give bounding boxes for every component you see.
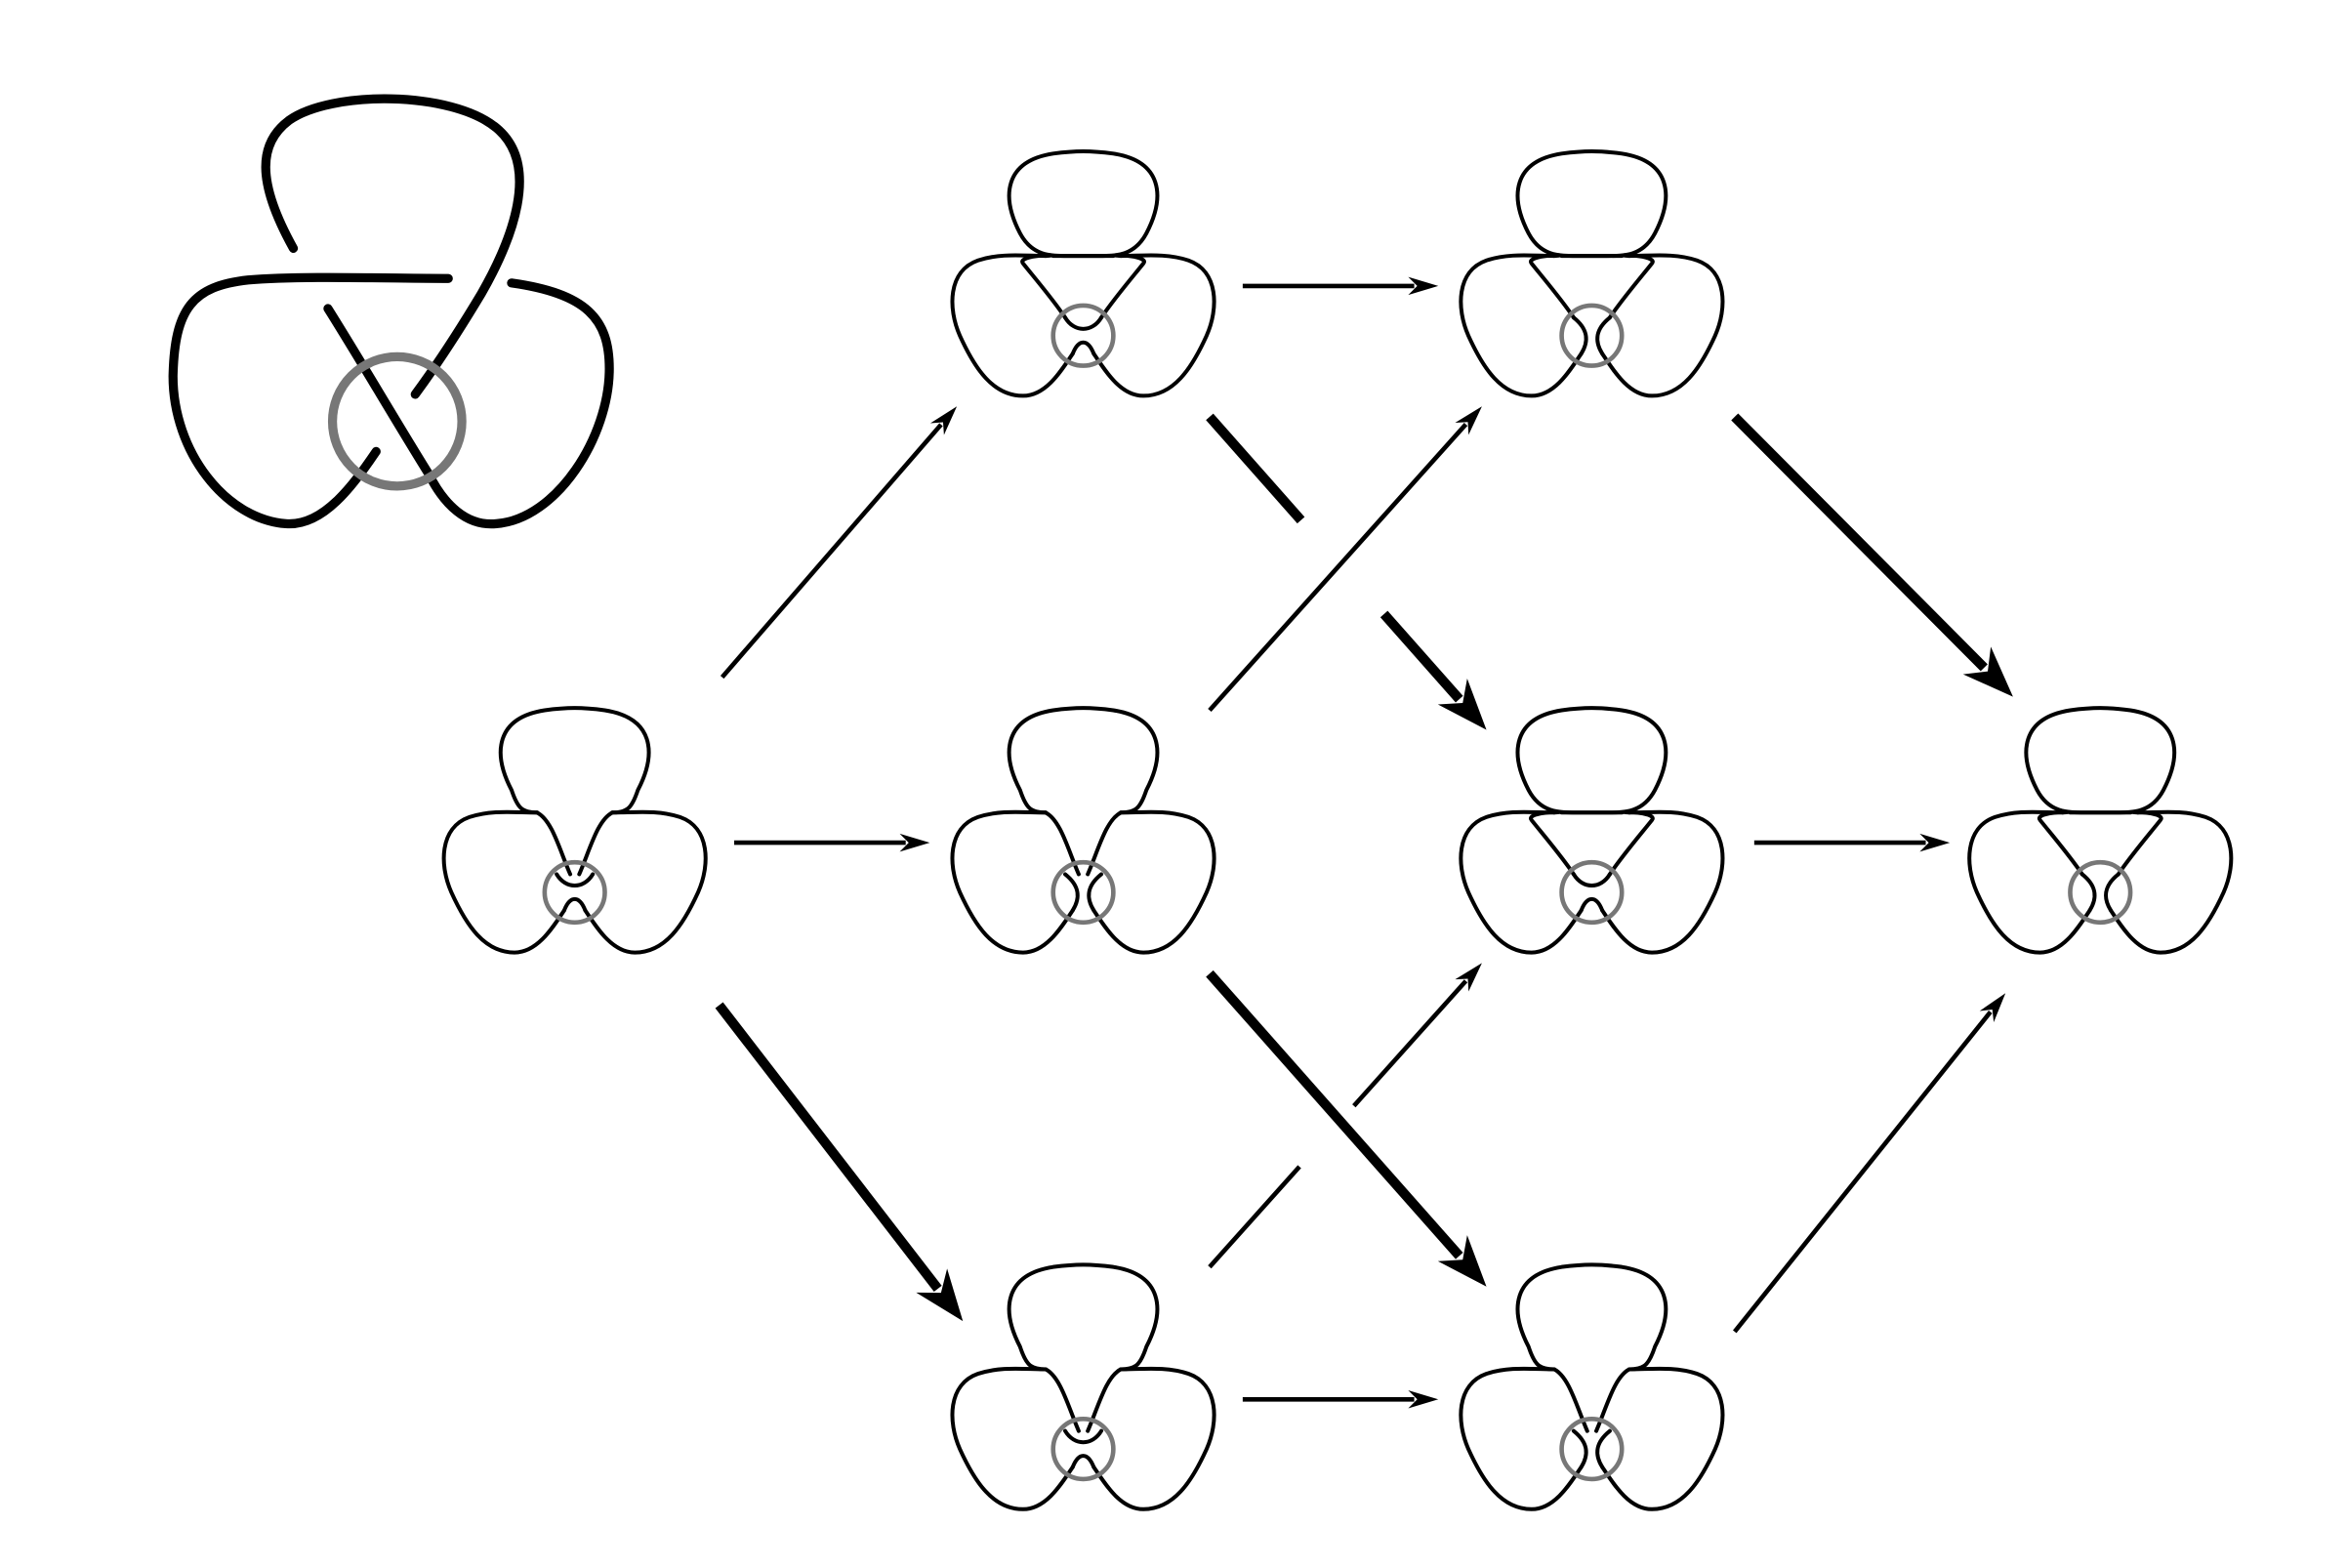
arrow	[734, 833, 930, 852]
smoothing-101	[1459, 706, 1725, 955]
smoothing-100	[950, 148, 1216, 398]
arrow	[1208, 963, 1482, 1269]
arrow	[1732, 993, 2006, 1334]
arrow	[720, 406, 958, 680]
arrow	[715, 1002, 964, 1322]
arrow	[1208, 406, 1482, 713]
arrow	[1731, 413, 2013, 697]
crossing-circle	[327, 351, 467, 491]
smoothing-001	[950, 1262, 1216, 1511]
smoothing-111	[1967, 706, 2234, 955]
smoothing-110	[1459, 148, 1725, 398]
arrow	[1753, 833, 1951, 852]
smoothing-000	[441, 706, 708, 955]
arrow	[1206, 970, 1487, 1287]
arrow	[1206, 413, 1487, 730]
arrow	[1242, 276, 1439, 296]
smoothing-011	[1459, 1262, 1725, 1511]
smoothing-010	[950, 706, 1216, 955]
trefoil-knot	[168, 94, 614, 529]
arrow	[1242, 1390, 1439, 1409]
